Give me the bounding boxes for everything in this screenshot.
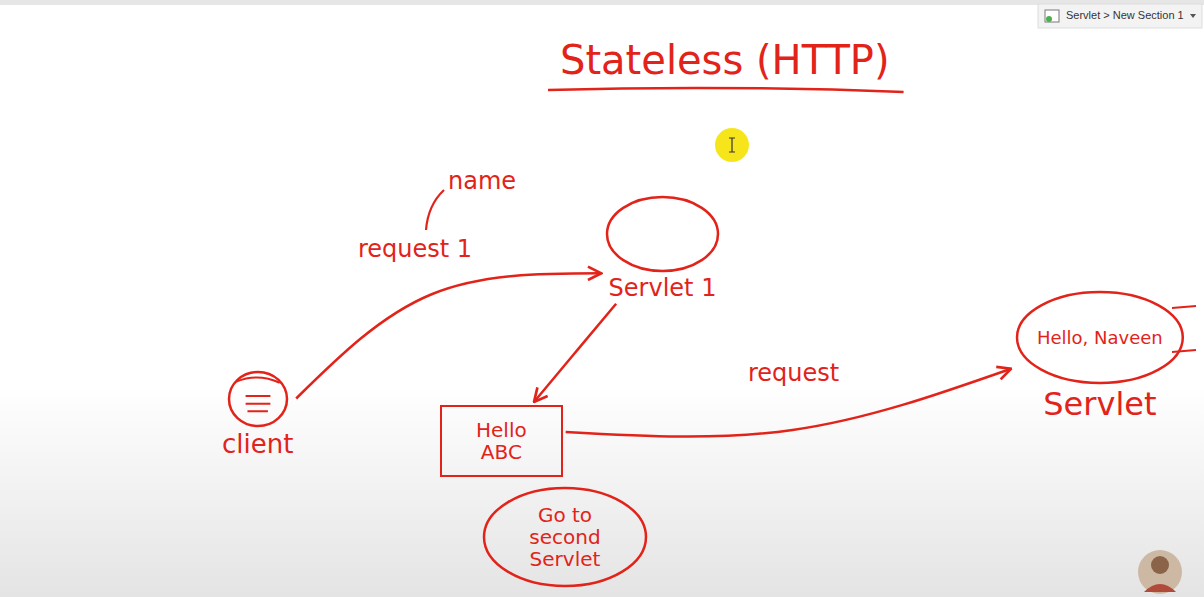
node-outline <box>484 488 646 586</box>
top-strip <box>0 0 1204 5</box>
video-shade <box>0 385 1204 597</box>
leader-line <box>426 190 444 230</box>
presenter-avatar <box>1138 550 1182 594</box>
node-text: Hello ABC <box>476 419 527 463</box>
servlet-circle: Servlet 1 <box>605 195 720 301</box>
cursor-highlight <box>715 128 749 162</box>
node-text-wrap: Go to second Servlet <box>510 504 620 570</box>
node-text: Servlet 1 <box>609 275 717 301</box>
edge-label: request <box>745 360 842 386</box>
servlet-circle: Hello, NaveenServlet <box>1015 290 1185 422</box>
client-circle: client <box>222 370 293 459</box>
dropdown-caret <box>1190 14 1196 18</box>
node-outline <box>1017 292 1183 383</box>
edge-label: request 1 <box>355 236 475 262</box>
presenter-shirt <box>1144 584 1176 592</box>
note-circle: Go to second Servlet <box>482 486 648 588</box>
node-shape: Hello, Naveen <box>1015 290 1185 385</box>
page-icon-dot <box>1046 16 1052 22</box>
breadcrumb-chip <box>1038 4 1202 28</box>
node-outline-svg <box>605 195 720 273</box>
node-outline <box>229 372 287 426</box>
presenter-face <box>1151 556 1169 574</box>
breadcrumb: Servlet > New Section 1 <box>1066 9 1184 21</box>
page-icon <box>1045 10 1059 22</box>
node-text: Hello, Naveen <box>1037 328 1163 348</box>
node-outline-svg <box>227 370 289 428</box>
client-scribble <box>236 378 279 412</box>
node-text: Servlet <box>1043 387 1156 422</box>
connector <box>296 273 601 398</box>
text-cursor <box>729 138 735 152</box>
node-outline <box>607 197 718 271</box>
node-shape <box>605 195 720 273</box>
connector <box>534 304 616 402</box>
response-box: Hello ABC <box>440 405 563 477</box>
title-underline <box>548 88 904 92</box>
node-shape <box>227 370 289 428</box>
node-text: Go to second Servlet <box>510 504 620 570</box>
scribble-mark <box>1172 306 1196 352</box>
title: Stateless (HTTP) <box>560 38 890 82</box>
node-text: client <box>222 430 293 459</box>
annotation: name <box>448 168 516 194</box>
